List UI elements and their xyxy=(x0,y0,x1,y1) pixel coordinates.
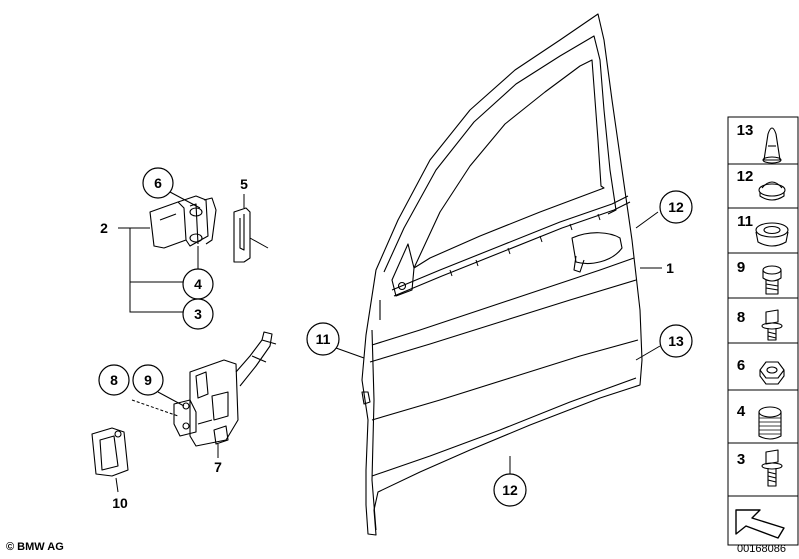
callout-6: 6 xyxy=(142,167,174,199)
bumper-cone-icon xyxy=(762,127,782,164)
spring-sleeve-icon xyxy=(758,406,782,440)
callout-12-lower-label: 12 xyxy=(502,482,518,498)
front-door-shell xyxy=(361,13,643,536)
callout-8: 8 xyxy=(98,364,130,396)
legend-item-9-label: 9 xyxy=(737,259,745,276)
collar-screw-icon xyxy=(761,309,783,341)
callout-11-label: 11 xyxy=(316,331,331,347)
callout-12-upper-label: 12 xyxy=(668,199,684,215)
copyright-notice: © BMW AG xyxy=(6,541,64,553)
callout-4-label: 4 xyxy=(194,276,202,292)
diagram-number: 00168086 xyxy=(737,543,786,555)
fasteners-legend: 13 12 11 9 8 6 4 3 xyxy=(727,116,799,546)
callout-5-label: 5 xyxy=(240,176,248,192)
legend-item-13-label: 13 xyxy=(737,122,754,139)
direction-arrow-icon xyxy=(735,509,785,539)
callouts: 6 4 3 8 9 11 12 13 xyxy=(98,167,693,511)
callout-6-label: 6 xyxy=(154,175,162,191)
callout-1-label: 1 xyxy=(666,260,674,276)
legend-item-12-label: 12 xyxy=(737,168,754,185)
grommet-icon xyxy=(755,222,789,247)
check-strap-seal xyxy=(91,427,129,477)
callout-13-label: 13 xyxy=(668,333,684,349)
plug-cap-icon xyxy=(758,181,786,201)
hex-nut-icon xyxy=(759,361,785,385)
door-check-strap xyxy=(173,331,277,447)
legend-item-8-label: 8 xyxy=(737,309,745,326)
callout-9: 9 xyxy=(132,364,164,396)
callout-4: 4 xyxy=(182,268,214,300)
leader-lines xyxy=(115,191,662,493)
callout-8-label: 8 xyxy=(110,372,118,388)
callout-13: 13 xyxy=(659,324,693,358)
callout-9-label: 9 xyxy=(144,372,152,388)
callout-11: 11 xyxy=(306,322,340,356)
callout-3-label: 3 xyxy=(194,306,202,322)
shoulder-bolt-icon xyxy=(761,449,783,487)
hex-bolt-icon xyxy=(762,265,782,295)
callout-12-upper: 12 xyxy=(659,190,693,224)
door-hinge xyxy=(149,195,251,263)
callout-7-label: 7 xyxy=(214,459,222,475)
callout-3: 3 xyxy=(182,298,214,330)
legend-item-11-label: 11 xyxy=(737,213,753,230)
callout-12-lower: 12 xyxy=(493,473,527,507)
legend-item-6-label: 6 xyxy=(737,357,745,374)
legend-item-4-label: 4 xyxy=(737,403,746,420)
legend-item-3-label: 3 xyxy=(737,451,745,468)
callout-2-label: 2 xyxy=(100,220,108,236)
callout-10-label: 10 xyxy=(112,495,128,511)
